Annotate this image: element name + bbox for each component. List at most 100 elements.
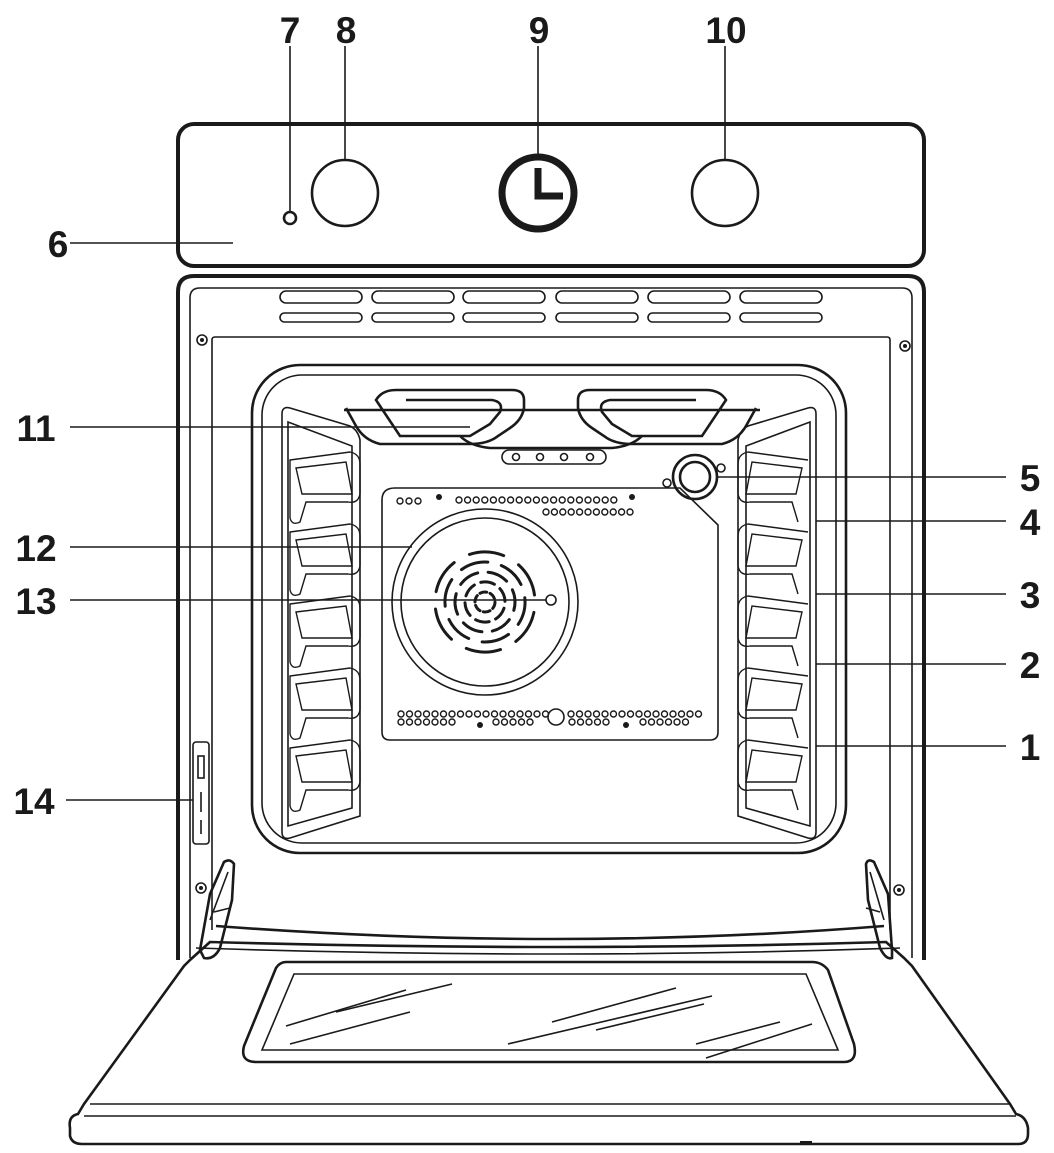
label-7: 7 — [280, 10, 301, 51]
perforation-hole — [626, 508, 634, 516]
oven-door — [68, 924, 1030, 1146]
perforation-hole — [490, 710, 499, 718]
fan-blade — [494, 606, 506, 621]
perforation-hole — [431, 718, 439, 726]
perforation-hole — [405, 497, 413, 505]
perforation-hole — [639, 718, 647, 726]
fan-blade — [516, 596, 527, 626]
fan-blade — [474, 603, 482, 613]
perforation-hole — [617, 508, 626, 516]
perforation-hole — [500, 718, 509, 726]
fan-blade — [474, 618, 491, 624]
right-shelf-rack — [737, 406, 817, 840]
label-8: 8 — [336, 10, 357, 51]
perforation-hole — [575, 508, 584, 516]
perforation-hole — [602, 718, 610, 726]
perforation-hole — [647, 718, 656, 726]
perforation-hole — [626, 710, 635, 718]
callout-labels: 7 8 9 10 6 11 12 13 14 5 4 3 2 1 — [13, 10, 1040, 822]
indicator-lamp — [282, 210, 298, 226]
perforation-hole — [414, 710, 422, 718]
perforation-hole — [473, 710, 482, 718]
perforation-hole — [694, 710, 703, 718]
perforation-hole — [515, 496, 523, 504]
shelf-rung-inner — [745, 461, 803, 495]
perforation-hole — [481, 496, 489, 504]
fan-blade — [463, 601, 472, 617]
perforation-hole — [422, 710, 431, 718]
shelf-rung-inner — [295, 605, 353, 639]
perforation-hole — [592, 508, 601, 516]
perforation-hole — [507, 710, 516, 718]
perforation-hole — [585, 718, 593, 726]
shelf-rung — [737, 667, 809, 739]
shelf-rung — [737, 739, 809, 811]
oven-lamp — [662, 453, 726, 501]
fan-blade — [499, 564, 523, 586]
perforation-hole — [601, 710, 609, 718]
fan-blade — [498, 587, 507, 603]
leader-lines — [66, 46, 1006, 801]
perforation-hole — [414, 497, 422, 505]
perforation-hole — [532, 496, 541, 504]
perforation-hole — [526, 718, 534, 726]
perforation-hole — [509, 718, 517, 726]
perforation-hole — [414, 718, 422, 726]
perforation-hole — [492, 718, 500, 726]
perforation-hole — [396, 497, 404, 505]
left-shelf-rungs — [289, 451, 361, 813]
fan-blade — [468, 550, 506, 558]
perforation-hole — [575, 496, 584, 504]
fan-blade — [461, 621, 484, 634]
shelf-rung — [737, 451, 809, 523]
perforation-hole — [681, 718, 690, 726]
perforation-hole — [673, 718, 681, 726]
perforation-hole — [422, 718, 431, 726]
label-12: 12 — [15, 528, 56, 569]
oven-body — [176, 274, 926, 960]
shelf-rung-inner — [295, 749, 353, 783]
perforation-hole — [568, 718, 576, 726]
shelf-rung — [737, 523, 809, 595]
perforation-hole — [456, 710, 465, 718]
perforation-hole — [499, 710, 507, 718]
perforation-hole — [516, 710, 524, 718]
label-4: 4 — [1020, 502, 1041, 543]
right-control-knob — [690, 158, 760, 228]
perforation-hole — [567, 508, 575, 516]
ventilation-slots — [279, 290, 823, 323]
perforation-hole — [524, 496, 532, 504]
fan-blade — [447, 618, 471, 640]
fan-blade — [434, 561, 456, 594]
perforation-hole — [592, 496, 601, 504]
perforation-hole — [472, 496, 480, 504]
perforation-hole — [431, 710, 439, 718]
perforation-hole — [575, 710, 584, 718]
perforation-hole — [559, 508, 567, 516]
perforation-hole — [558, 496, 566, 504]
perforation-hole — [609, 710, 618, 718]
label-2: 2 — [1020, 645, 1041, 686]
perforation-hole — [465, 710, 473, 718]
shelf-rung-inner — [745, 749, 803, 783]
label-11: 11 — [16, 408, 55, 449]
perforation-hole — [584, 508, 592, 516]
shelf-rung — [289, 739, 361, 813]
perforation-hole — [584, 496, 592, 504]
fan-blade — [434, 607, 453, 641]
perforation-hole — [601, 496, 609, 504]
label-9: 9 — [529, 10, 550, 51]
fan-blade — [481, 609, 492, 614]
frame-screws — [195, 334, 911, 896]
shelf-rung-inner — [745, 533, 803, 567]
perforation-hole — [567, 710, 575, 718]
perforation-hole — [643, 710, 652, 718]
fan-blade — [491, 600, 497, 610]
perforation-hole — [405, 718, 414, 726]
door-catch — [192, 741, 210, 845]
fan-blade — [488, 591, 496, 601]
grill-heating-element — [344, 388, 760, 465]
label-13: 13 — [15, 581, 56, 622]
perforation-hole — [610, 496, 618, 504]
